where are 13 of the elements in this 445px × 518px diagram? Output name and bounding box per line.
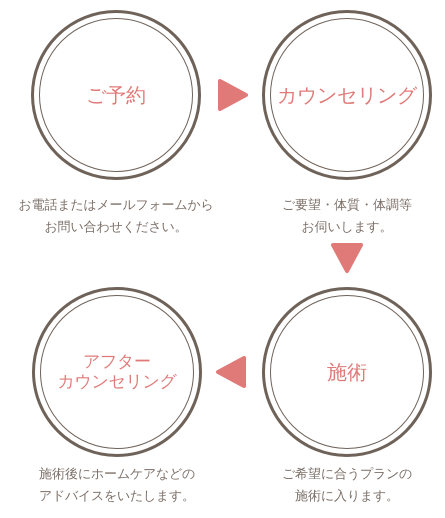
step-description: お電話またはメールフォームからお問い合わせください。 [18, 197, 214, 237]
step-description: 施術後にホームケアなどのアドバイスをいたします。 [38, 466, 196, 506]
step-circle [31, 10, 201, 180]
step-description: ご要望・体質・体調等お伺いします。 [281, 197, 413, 237]
step-title: ご予約 [86, 83, 146, 107]
step-circle [262, 10, 432, 180]
step-description: ご希望に合うプランの施術に入ります。 [281, 466, 413, 506]
step-title: アフター [83, 352, 151, 372]
step-circle [262, 287, 432, 457]
step-circle [32, 287, 202, 457]
step-title: カウンセリング [277, 83, 417, 107]
step-title: カウンセリング [58, 372, 176, 392]
step-title: 施術 [327, 360, 367, 384]
